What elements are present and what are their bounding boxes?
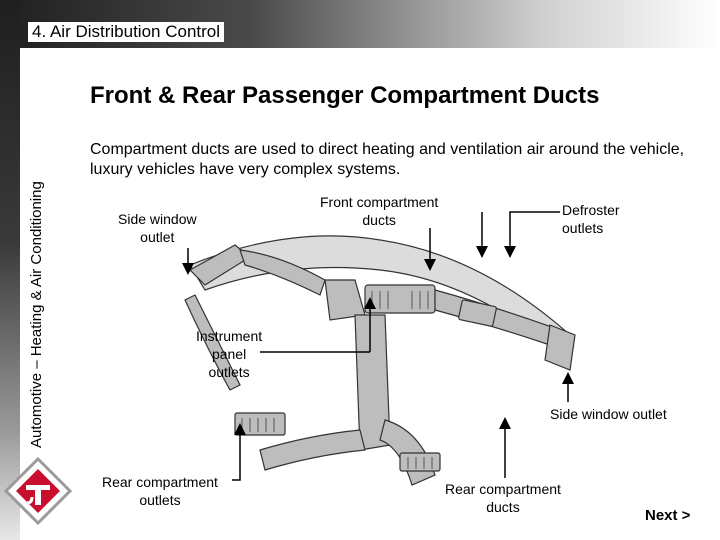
callout-line: outlets [139, 492, 181, 508]
next-button[interactable]: Next > [645, 507, 691, 524]
center-duct-body [324, 279, 366, 321]
callout-rear-compartment-ducts: Rear compartment ducts [445, 480, 561, 516]
callout-line: outlets [208, 364, 250, 380]
callout-line: Side window outlet [550, 406, 667, 422]
page-title: Front & Rear Passenger Compartment Ducts [90, 82, 600, 109]
callout-line: Instrument [196, 328, 263, 344]
callout-line: ducts [486, 499, 520, 515]
course-vertical-label: Automotive – Heating & Air Conditioning [28, 181, 45, 448]
callout-line: Side window [118, 211, 197, 227]
page-description: Compartment ducts are used to direct hea… [90, 141, 685, 178]
callout-line: outlet [140, 229, 175, 245]
section-title: 4. Air Distribution Control [28, 22, 225, 42]
callout-side-window-outlet-right: Side window outlet [550, 405, 667, 423]
callout-side-window-outlet-left: Side window outlet [118, 210, 197, 246]
callout-rear-compartment-outlets: Rear compartment outlets [102, 473, 218, 509]
callout-front-compartment-ducts: Front compartment ducts [320, 193, 438, 229]
callout-line: ducts [362, 212, 396, 228]
callout-defroster-outlets: Defroster outlets [562, 201, 620, 237]
brand-logo-icon [3, 456, 73, 526]
callout-line: outlets [562, 220, 604, 236]
callout-line: Front compartment [320, 194, 439, 210]
callout-line: Defroster [562, 202, 620, 218]
callout-line: panel [211, 346, 247, 362]
callout-instrument-panel-outlets: Instrument panel outlets [196, 327, 262, 381]
sidebar-gradient-bar [0, 0, 20, 540]
right-side-window-duct [544, 324, 576, 371]
instrument-panel-vent [364, 284, 436, 314]
rear-outlet-right [399, 452, 441, 472]
duct-system-diagram [184, 235, 576, 486]
callout-line: Rear compartment [102, 474, 218, 490]
callout-line: Rear compartment [445, 481, 561, 497]
